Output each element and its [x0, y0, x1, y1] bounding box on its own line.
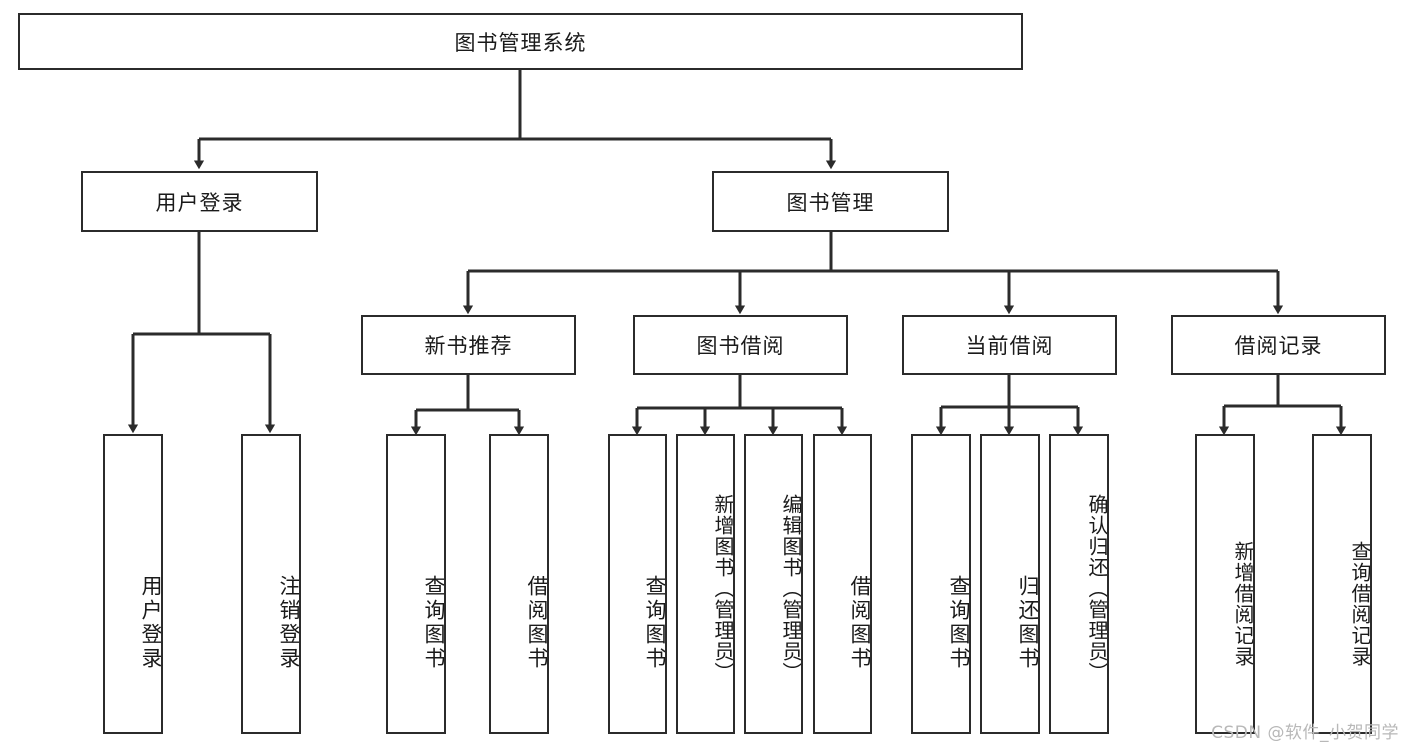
leaf-borrow-record-add-record[interactable]: 新增借阅记录 [1195, 434, 1255, 734]
node-book-borrow[interactable]: 图书借阅 [633, 315, 848, 375]
leaf-label: 编辑图书（管理员） [779, 493, 803, 683]
leaf-book-borrow-borrow-book[interactable]: 借阅图书 [813, 434, 872, 734]
leaf-book-borrow-add-book-admin[interactable]: 新增图书（管理员） [676, 434, 735, 734]
csdn-watermark: CSDN @软件_小贺同学 [1211, 723, 1399, 743]
leaf-new-book-query-book[interactable]: 查询图书 [386, 434, 446, 734]
node-root-book-management-system[interactable]: 图书管理系统 [18, 13, 1023, 70]
leaf-label: 借阅图书 [525, 575, 549, 671]
leaf-new-book-borrow-book[interactable]: 借阅图书 [489, 434, 549, 734]
node-user-login-label: 用户登录 [155, 190, 244, 215]
node-current-borrow[interactable]: 当前借阅 [902, 315, 1117, 375]
node-new-book-recommend-label: 新书推荐 [424, 334, 513, 358]
leaf-user-login-logout[interactable]: 注销登录 [241, 434, 301, 734]
leaf-label: 用户登录 [139, 575, 163, 671]
leaf-book-borrow-edit-book-admin[interactable]: 编辑图书（管理员） [744, 434, 803, 734]
node-root-label: 图书管理系统 [454, 30, 587, 55]
leaf-current-borrow-return-book[interactable]: 归还图书 [980, 434, 1040, 734]
leaf-label: 新增图书（管理员） [711, 493, 735, 683]
leaf-label: 借阅图书 [848, 575, 872, 671]
leaf-label: 归还图书 [1016, 575, 1040, 671]
node-user-login[interactable]: 用户登录 [81, 171, 318, 232]
leaf-book-borrow-query-book[interactable]: 查询图书 [608, 434, 667, 734]
leaf-current-borrow-query-book[interactable]: 查询图书 [911, 434, 971, 734]
node-new-book-recommend[interactable]: 新书推荐 [361, 315, 576, 375]
node-borrow-record-label: 借阅记录 [1234, 334, 1323, 358]
leaf-borrow-record-query-record[interactable]: 查询借阅记录 [1312, 434, 1372, 734]
leaf-user-login-login[interactable]: 用户登录 [103, 434, 163, 734]
node-book-management-label: 图书管理 [786, 190, 875, 215]
leaf-label: 新增借阅记录 [1231, 541, 1255, 667]
node-book-borrow-label: 图书借阅 [696, 334, 785, 358]
leaf-label: 查询借阅记录 [1348, 541, 1372, 667]
node-book-management[interactable]: 图书管理 [712, 171, 949, 232]
node-current-borrow-label: 当前借阅 [965, 334, 1054, 358]
leaf-label: 查询图书 [947, 575, 971, 671]
leaf-label: 查询图书 [422, 575, 446, 671]
node-borrow-record[interactable]: 借阅记录 [1171, 315, 1386, 375]
leaf-current-borrow-confirm-return-admin[interactable]: 确认归还（管理员） [1049, 434, 1109, 734]
leaf-label: 注销登录 [277, 575, 301, 671]
leaf-label: 查询图书 [643, 575, 667, 671]
leaf-label: 确认归还（管理员） [1085, 493, 1109, 683]
